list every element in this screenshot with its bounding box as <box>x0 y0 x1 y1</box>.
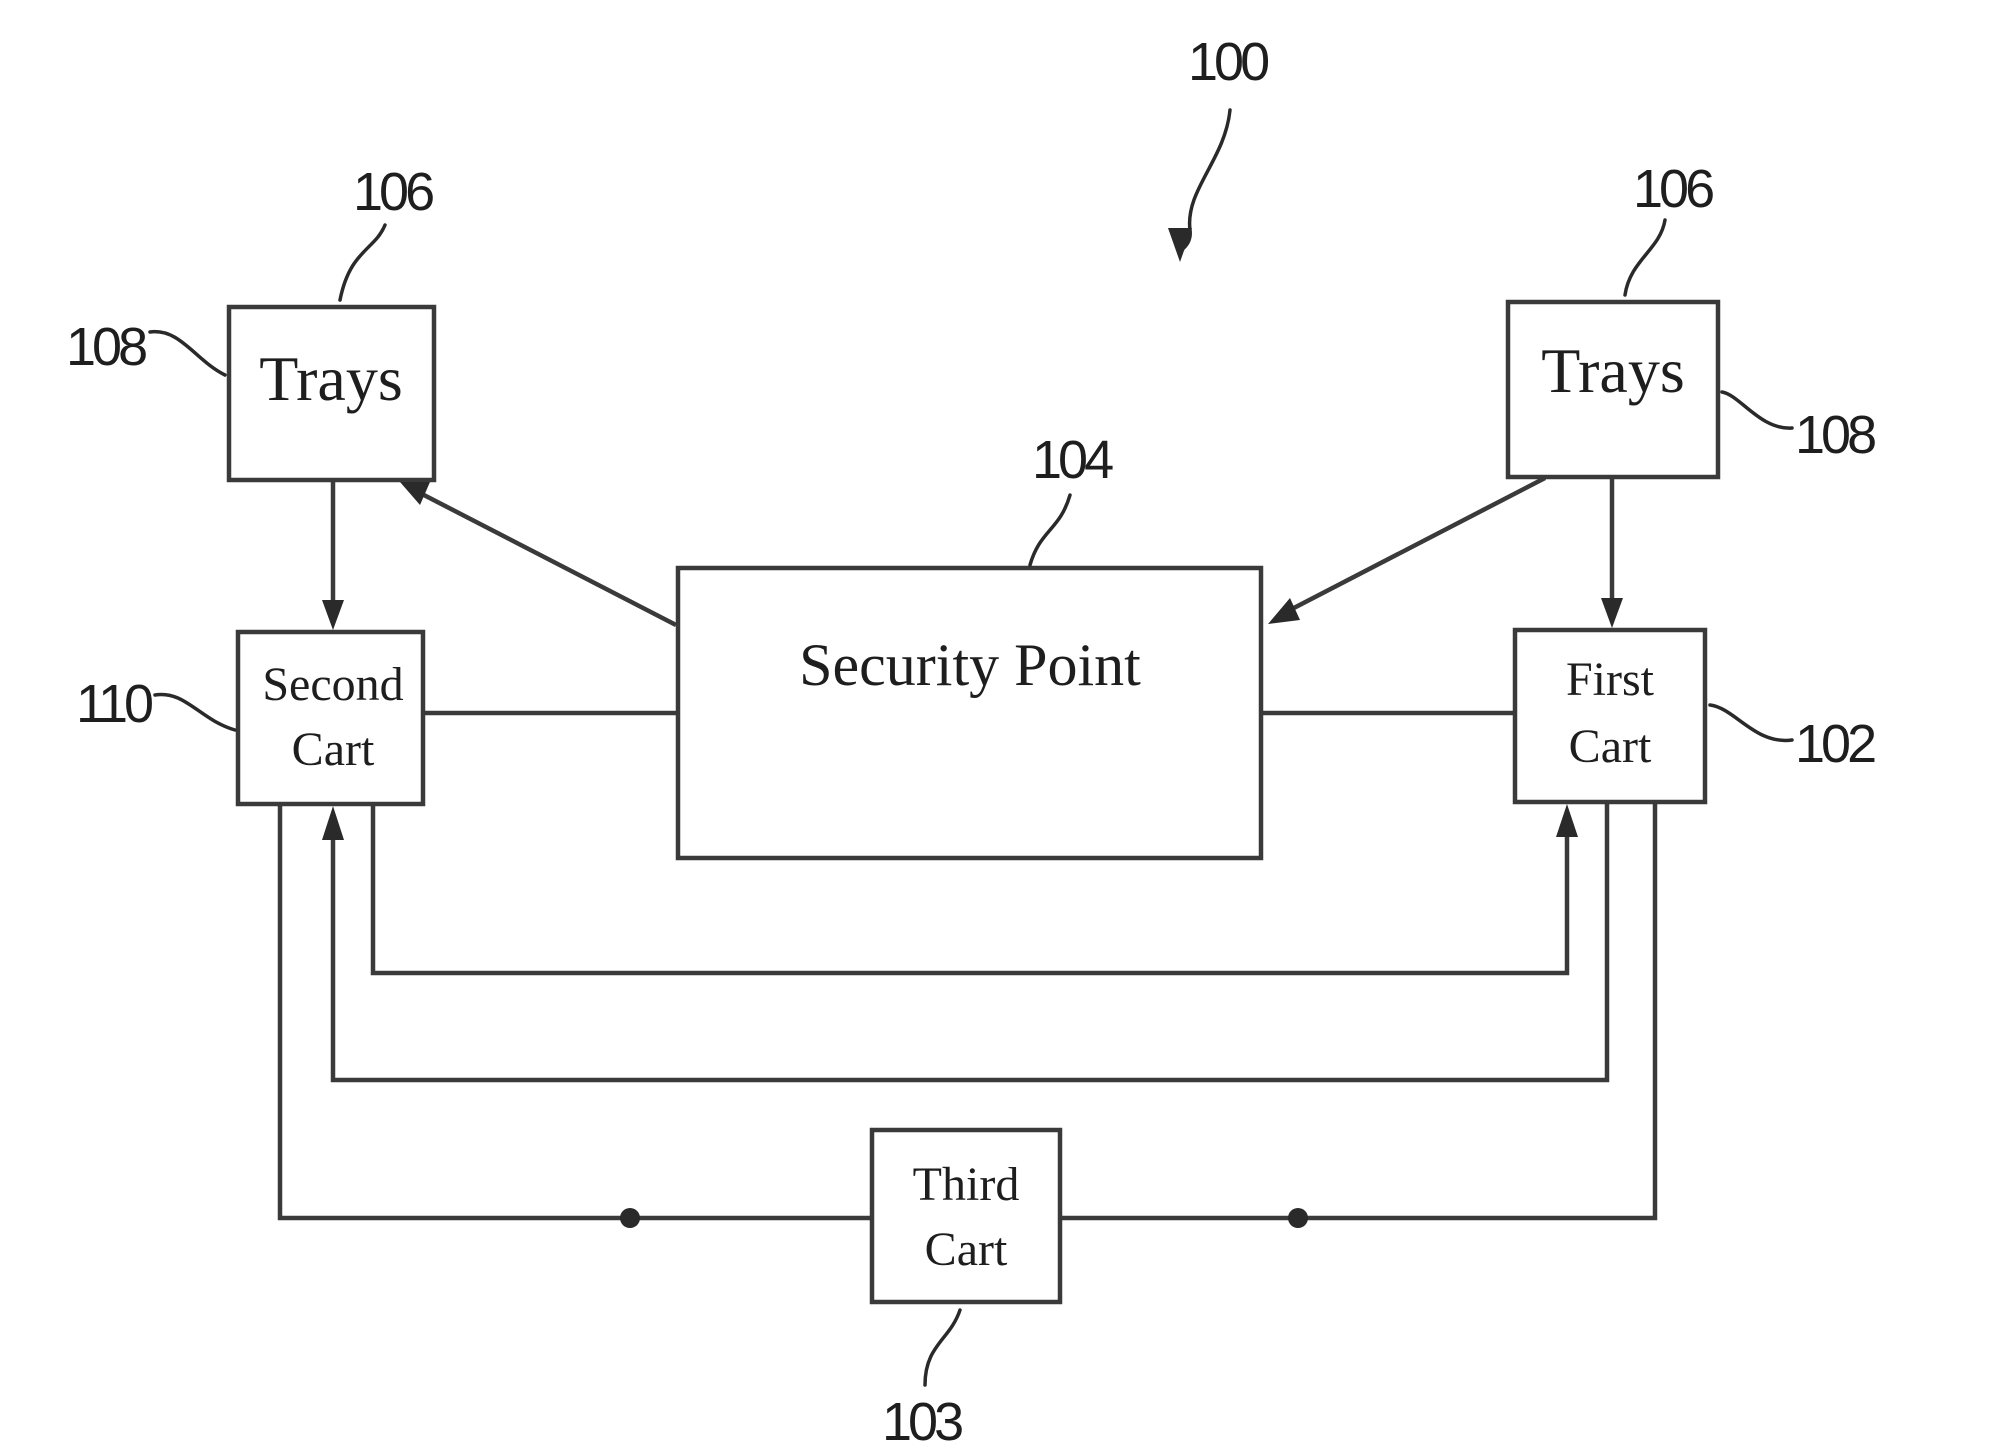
trays-left-ref-108-leader <box>150 332 225 375</box>
trays-right-ref-108: 108 <box>1795 405 1875 465</box>
third-cart-ref-leader <box>925 1310 960 1385</box>
trays-right-to-first-cart-arrowhead <box>1601 598 1623 628</box>
trays-right-to-security-line <box>1290 478 1545 610</box>
first-cart-ref-102: 102 <box>1795 714 1875 774</box>
third-cart-box <box>872 1130 1060 1302</box>
security-point-label: Security Point <box>799 632 1141 698</box>
first-cart-ref-leader <box>1710 705 1792 740</box>
second-cart-ref-110: 110 <box>76 674 152 734</box>
third-cart-ref-103: 103 <box>882 1392 962 1452</box>
first-cart-to-second-cart-arrowhead <box>322 806 344 840</box>
trays-right-ref-106: 106 <box>1633 159 1713 219</box>
trays-left-to-second-cart-arrowhead <box>322 600 344 630</box>
second-cart-label-line1: Second <box>262 658 403 711</box>
figure-ref-100: 100 <box>1188 32 1268 92</box>
security-point-box <box>678 568 1261 858</box>
trays-right-to-security-arrowhead <box>1268 598 1300 624</box>
second-cart-ref-leader <box>155 694 235 730</box>
second-cart-to-third-cart-line <box>280 806 870 1218</box>
first-cart-label-line2: Cart <box>1569 720 1652 773</box>
trays-right-ref-106-leader <box>1625 220 1665 295</box>
first-cart-label-line1: First <box>1566 653 1655 706</box>
trays-left-ref-106-leader <box>340 225 385 300</box>
security-point-ref-leader <box>1030 495 1070 565</box>
second-cart-to-first-cart-arrowhead <box>1556 804 1578 837</box>
trays-left-ref-108: 108 <box>66 317 146 377</box>
trays-right-label: Trays <box>1541 335 1684 406</box>
trays-right-ref-108-leader <box>1722 392 1792 428</box>
trays-left-ref-106: 106 <box>353 162 433 222</box>
security-point-ref-104: 104 <box>1032 430 1113 490</box>
outer-loop-left-junction <box>620 1208 640 1228</box>
figure-ref-arrowhead <box>1168 228 1192 262</box>
third-cart-label-line2: Cart <box>925 1223 1008 1276</box>
second-cart-label-line2: Cart <box>292 723 375 776</box>
security-to-trays-left-line <box>420 493 676 625</box>
third-cart-label-line1: Third <box>913 1158 1020 1211</box>
trays-left-label: Trays <box>259 343 402 414</box>
outer-loop-right-junction <box>1288 1208 1308 1228</box>
